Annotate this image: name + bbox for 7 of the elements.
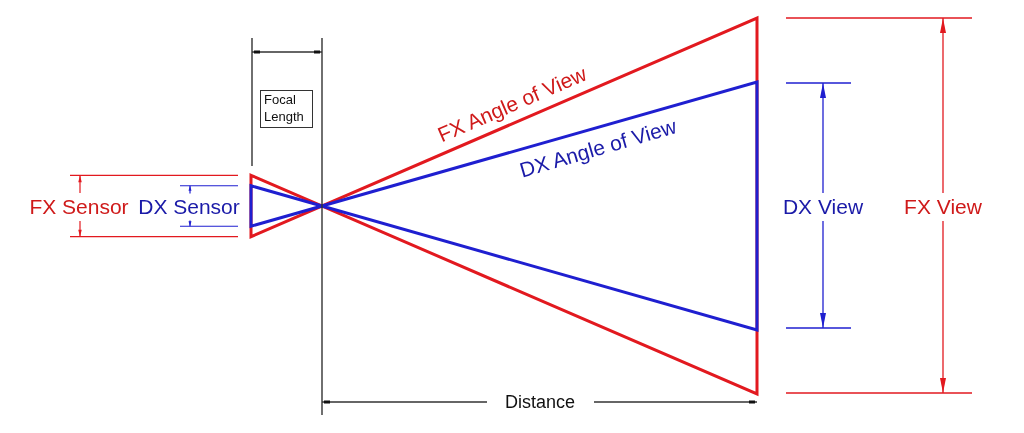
dimension-label: DX View	[782, 195, 864, 219]
dimension-label: FX View	[904, 195, 982, 219]
dimension-label: Distance	[505, 393, 575, 413]
callout-box: Focal Length	[260, 90, 313, 128]
dimension-label: FX Sensor	[29, 195, 129, 219]
angle-label: DX Angle of View	[517, 114, 679, 182]
dimension-label: DX Sensor	[138, 195, 240, 219]
